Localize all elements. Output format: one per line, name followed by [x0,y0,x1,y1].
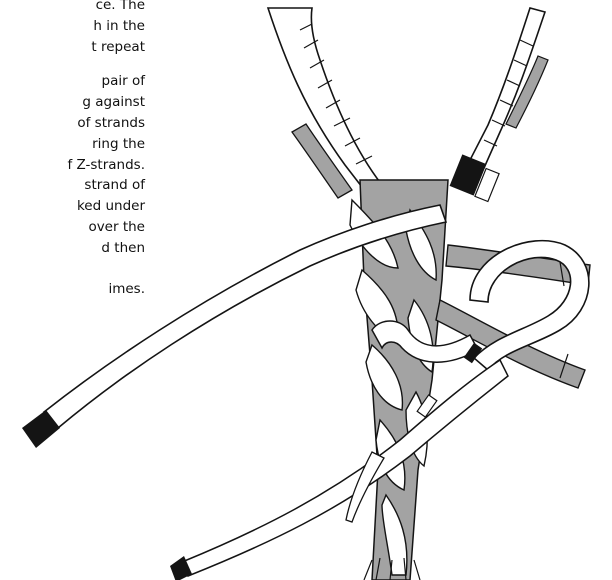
strand-lower-left [170,360,508,580]
strand-top-right [450,8,548,202]
